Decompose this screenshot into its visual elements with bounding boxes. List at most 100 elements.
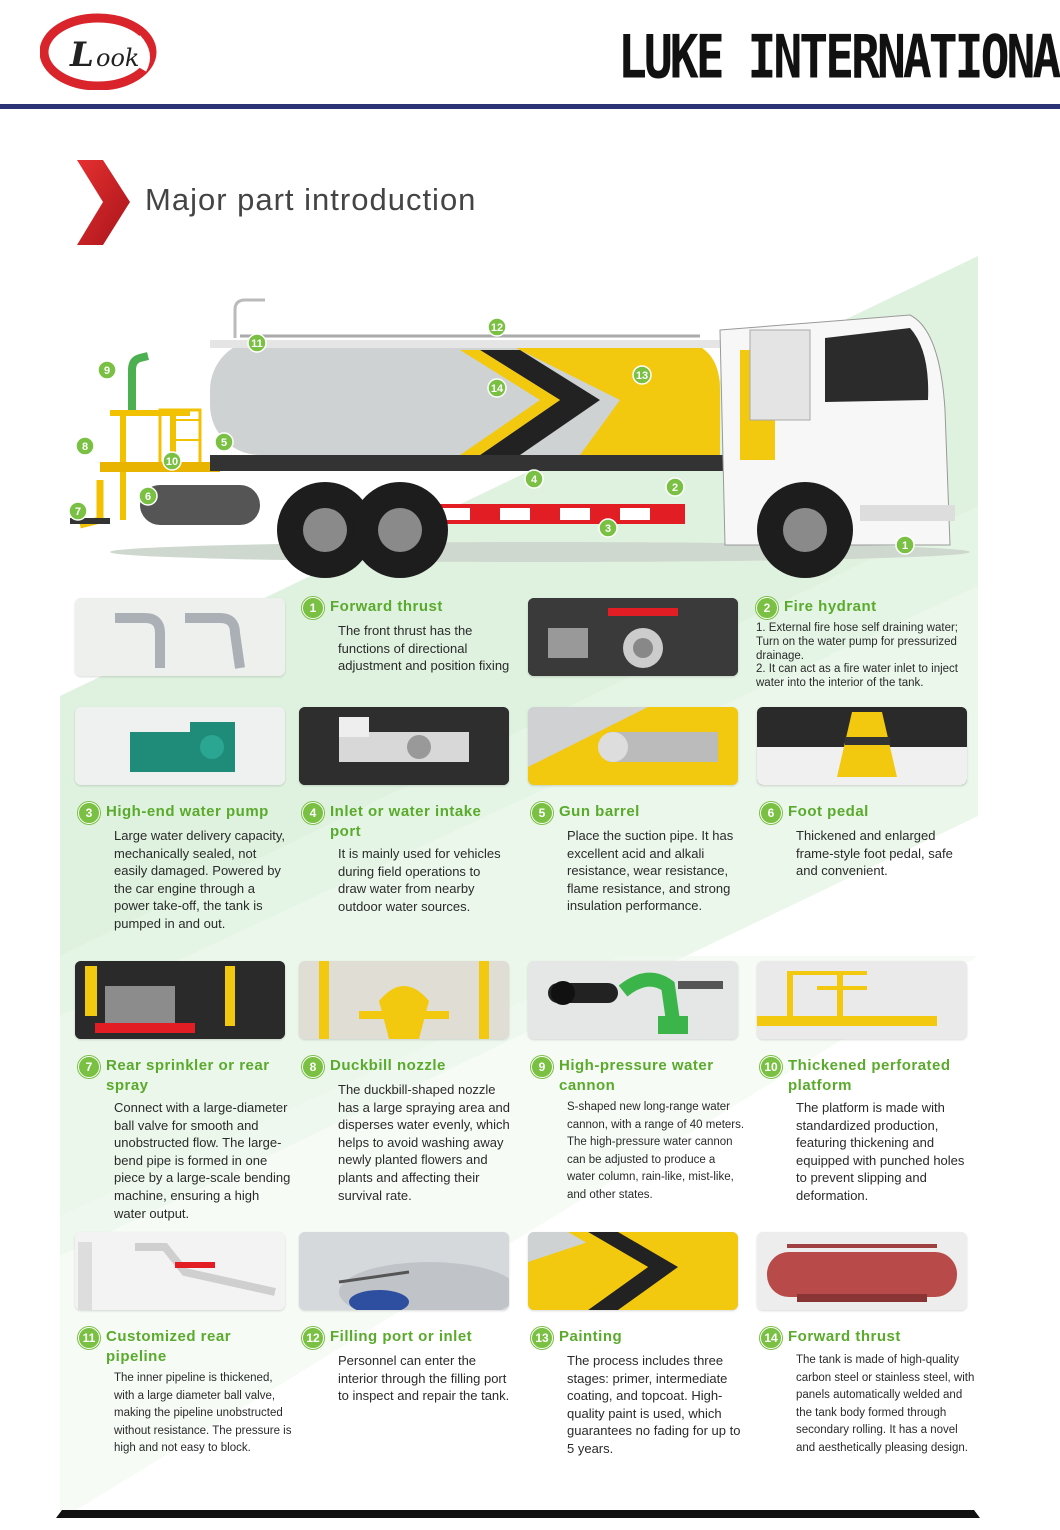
panel-bottom-border <box>56 1510 980 1518</box>
paint-icon <box>528 1232 738 1310</box>
part-10: 10 Thickened perforated platform The plat… <box>760 1056 975 1205</box>
svg-text:7: 7 <box>75 506 81 518</box>
nozzle-icon <box>299 961 509 1039</box>
part-title: Inlet or water intake port <box>330 803 482 840</box>
svg-text:4: 4 <box>531 474 538 486</box>
part-title: Foot pedal <box>788 803 869 820</box>
look-logo: L ook <box>39 10 162 91</box>
part-13: 13 Painting The process includes three st… <box>531 1327 746 1458</box>
part-number-badge: 2 <box>756 597 778 619</box>
svg-text:14: 14 <box>491 383 504 395</box>
pipeline-icon <box>75 1232 285 1310</box>
truck-marker-5: 5 <box>214 432 234 452</box>
part-number-badge: 10 <box>760 1056 782 1078</box>
part-number-badge: 8 <box>302 1056 324 1078</box>
truck-marker-6: 6 <box>138 486 158 506</box>
brand-name: LUKE INTERNATIONAL <box>618 22 1060 93</box>
part-title: High-pressure water cannon <box>559 1057 714 1094</box>
part-7: 7 Rear sprinkler or rear spray Connect wi… <box>78 1056 293 1222</box>
truck-marker-3: 3 <box>598 518 618 538</box>
svg-text:12: 12 <box>491 322 503 334</box>
part-number-badge: 5 <box>531 802 553 824</box>
truck-marker-7: 7 <box>68 501 88 521</box>
part-description: It is mainly used for vehicles during fi… <box>338 846 501 914</box>
platform-icon <box>757 961 967 1039</box>
svg-text:9: 9 <box>104 365 110 377</box>
part-5-photo <box>528 707 738 785</box>
svg-text:6: 6 <box>145 491 151 503</box>
pedal-icon <box>757 707 967 785</box>
part-11-photo <box>75 1232 285 1310</box>
part-4: 4 Inlet or water intake port It is mainly… <box>302 802 507 915</box>
part-number-badge: 4 <box>302 802 324 824</box>
part-title: Forward thrust <box>330 598 443 615</box>
svg-text:L: L <box>69 35 94 75</box>
part-2: 2 Fire hydrant 1. External fire hose self… <box>756 597 966 691</box>
svg-text:5: 5 <box>221 437 227 449</box>
sprinkler-icon <box>75 961 285 1039</box>
part-number-badge: 13 <box>531 1327 553 1349</box>
part-8: 8 Duckbill nozzle The duckbill-shaped noz… <box>302 1056 517 1204</box>
part-description: 1. External fire hose self draining wate… <box>756 622 958 690</box>
part-1-photo <box>75 598 285 676</box>
part-title: Gun barrel <box>559 803 640 820</box>
part-title: Thickened perforated platform <box>788 1057 951 1094</box>
svg-text:13: 13 <box>636 370 648 382</box>
part-description: Place the suction pipe. It has excellent… <box>567 828 734 914</box>
part-title: Rear sprinkler or rear spray <box>106 1057 270 1094</box>
svg-text:3: 3 <box>605 523 611 535</box>
part-description: The duckbill-shaped nozzle has a large s… <box>338 1082 511 1203</box>
svg-text:11: 11 <box>251 338 263 350</box>
manhole-icon <box>299 1232 509 1310</box>
part-description: Large water delivery capacity, mechanica… <box>114 828 286 931</box>
part-title: Duckbill nozzle <box>330 1057 446 1074</box>
truck-marker-1: 1 <box>895 535 915 555</box>
tank-icon <box>757 1232 967 1310</box>
part-14-photo <box>757 1232 967 1310</box>
logo-text: ook <box>96 44 139 72</box>
part-title: Painting <box>559 1328 623 1345</box>
part-8-photo <box>299 961 509 1039</box>
section-title: Major part introduction <box>145 182 477 217</box>
water-tanker-truck-illustration: 1 2 3 4 5 6 7 8 9 10 11 12 13 14 <box>60 290 978 580</box>
part-12-photo <box>299 1232 509 1310</box>
part-description: The inner pipeline is thickened, with a … <box>114 1372 292 1455</box>
part-description: Connect with a large-diameter ball valve… <box>114 1100 291 1221</box>
truck-marker-4: 4 <box>524 469 544 489</box>
truck-marker-8: 8 <box>75 436 95 456</box>
part-5: 5 Gun barrel Place the suction pipe. It h… <box>531 802 736 915</box>
part-title: High-end water pump <box>106 803 269 820</box>
part-9-photo <box>528 961 738 1039</box>
svg-text:2: 2 <box>672 482 678 494</box>
part-6-photo <box>757 707 967 785</box>
part-number-badge: 14 <box>760 1327 782 1349</box>
truck-marker-11: 11 <box>247 333 267 353</box>
part-description: The platform is made with standardized p… <box>796 1100 965 1203</box>
svg-text:1: 1 <box>902 540 908 552</box>
part-description: The tank is made of high-quality carbon … <box>796 1354 975 1454</box>
truck-marker-10: 10 <box>162 451 182 471</box>
part-number-badge: 7 <box>78 1056 100 1078</box>
chevron-right-icon <box>75 160 130 245</box>
part-number-badge: 6 <box>760 802 782 824</box>
part-description: The front thrust has the functions of di… <box>338 623 510 674</box>
part-title: Filling port or inlet <box>330 1328 473 1345</box>
part-title: Fire hydrant <box>784 598 877 615</box>
valve-icon <box>528 598 738 676</box>
part-description: Thickened and enlarged frame-style foot … <box>796 828 953 879</box>
svg-text:8: 8 <box>82 441 88 453</box>
elbow-pipe-icon <box>115 613 245 669</box>
part-title: Customized rear pipeline <box>106 1328 232 1365</box>
part-6: 6 Foot pedal Thickened and enlarged frame… <box>760 802 965 880</box>
truck-marker-12: 12 <box>487 317 507 337</box>
barrel-icon <box>528 707 738 785</box>
part-7-photo <box>75 961 285 1039</box>
truck-marker-14: 14 <box>487 378 507 398</box>
intake-valve-icon <box>299 707 509 785</box>
part-description: The process includes three stages: prime… <box>567 1353 741 1456</box>
pump-icon <box>130 722 235 772</box>
